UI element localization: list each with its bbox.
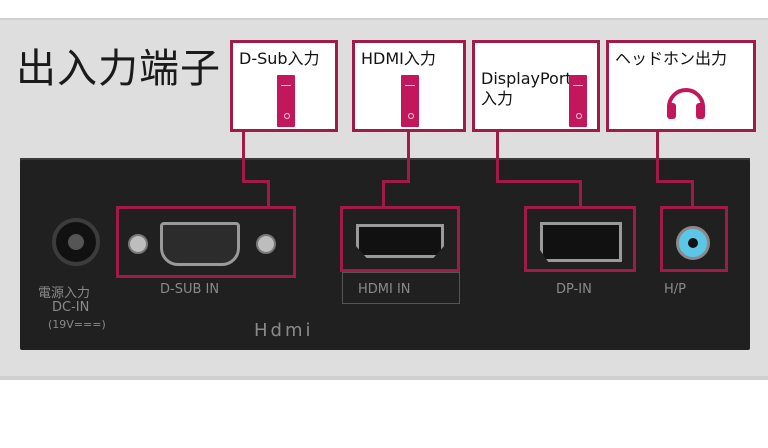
port-label-dp: DP-IN — [556, 282, 592, 297]
connector-line — [579, 180, 582, 208]
highlight-headphone — [660, 206, 728, 272]
vga-screw-left — [128, 234, 148, 254]
connector-line — [656, 180, 694, 183]
pc-tower-icon — [569, 75, 587, 127]
displayport-port — [540, 222, 622, 262]
port-label-hp: H/P — [664, 282, 686, 297]
label-hdmi: HDMI入力 — [352, 40, 466, 132]
dc-in-port — [52, 218, 100, 266]
connector-line — [267, 180, 270, 208]
headphone-icon — [667, 88, 705, 119]
page-title: 出入力端子 — [16, 46, 221, 92]
connector-line — [691, 180, 694, 208]
label-hdmi-text: HDMI入力 — [361, 49, 436, 68]
connector-line — [496, 132, 499, 182]
highlight-dsub — [116, 206, 296, 278]
connector-line — [382, 180, 385, 208]
label-dp: DisplayPort 入力 — [472, 40, 600, 132]
hdmi-label-box — [342, 272, 460, 304]
highlight-dp — [524, 206, 636, 272]
label-headphone: ヘッドホン出力 — [606, 40, 756, 132]
hdmi-logo: Hdmi — [254, 320, 314, 341]
label-dp-text: DisplayPort 入力 — [481, 69, 572, 108]
port-label-hdmi: HDMI IN — [358, 282, 411, 297]
headphone-port — [676, 226, 710, 260]
dsub-port — [160, 222, 240, 266]
label-headphone-text: ヘッドホン出力 — [615, 49, 728, 68]
connector-line — [496, 180, 582, 183]
label-dsub: D-Sub入力 — [230, 40, 338, 132]
hdmi-port — [356, 224, 444, 258]
pc-tower-icon — [277, 75, 295, 127]
label-dsub-text: D-Sub入力 — [239, 49, 320, 68]
port-label-voltage: (19V===) — [48, 318, 106, 331]
connector-line — [656, 132, 659, 182]
connector-line — [242, 180, 270, 183]
port-label-power: 電源入力 — [38, 286, 91, 301]
highlight-hdmi — [340, 206, 460, 272]
connector-line — [407, 132, 410, 182]
connector-line — [382, 180, 410, 183]
port-label-dsub: D-SUB IN — [160, 282, 220, 297]
vga-screw-right — [256, 234, 276, 254]
connector-line — [242, 132, 245, 182]
pc-tower-icon — [401, 75, 419, 127]
port-label-dcin: DC-IN — [52, 300, 90, 315]
